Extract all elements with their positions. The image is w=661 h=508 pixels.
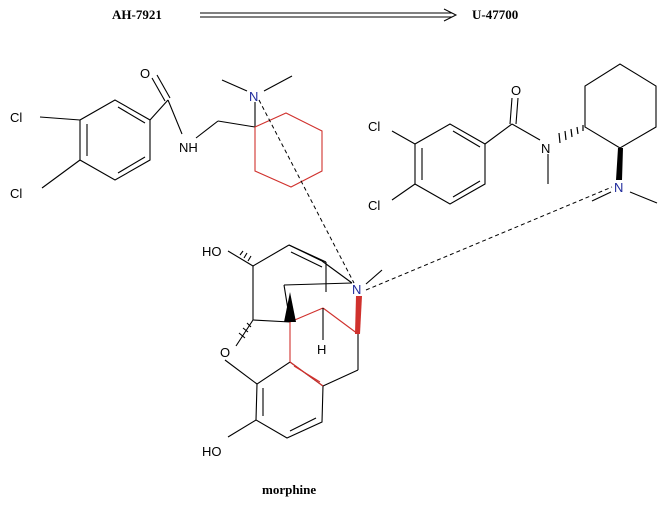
ah-amine-nitrogen-label: N: [249, 89, 258, 104]
morphine-oxygen-label: O: [220, 345, 230, 360]
ah-chlorine-bottom-label: Cl: [10, 186, 22, 201]
molecule-ah-7921: [39, 74, 293, 189]
dashed-line-ah-to-morphine: [258, 99, 355, 284]
morphine-hashed-c5: [238, 322, 252, 339]
u-chlorine-top-label: Cl: [368, 119, 380, 134]
morphine-hydrogen-label: H: [317, 342, 326, 357]
u-cyclohexane-ring: [584, 63, 657, 149]
u-hashed-wedge: [558, 125, 584, 144]
morphine-n-methyl: [365, 269, 383, 285]
morphine-aromatic-ring: [255, 361, 324, 439]
ah-benzene-ring: [79, 99, 151, 181]
ah-amide-nh-label: NH: [179, 140, 198, 155]
caption-morphine: morphine: [262, 482, 316, 497]
morphine-nitrogen-label: N: [352, 282, 361, 297]
u-benzene-ring: [414, 123, 486, 205]
ah-chlorine-top-label: Cl: [10, 110, 22, 125]
morphine-black-wedge: [284, 292, 296, 322]
u-oxygen-label: O: [511, 83, 521, 98]
dashed-line-u-to-morphine: [365, 186, 613, 291]
transformation-arrow: [200, 8, 458, 22]
label-u-47700: U-47700: [472, 7, 518, 22]
label-ah-7921: AH-7921: [112, 7, 162, 22]
morphine-hydroxyl-bottom-label: HO: [202, 444, 222, 459]
ah-cyclohexane-highlight: [254, 112, 323, 188]
u-amine-nitrogen-label: N: [614, 180, 623, 195]
u-amide-nitrogen-label: N: [541, 141, 550, 156]
pharmacophore-overlay-lines: [258, 99, 613, 291]
u-chlorine-bottom-label: Cl: [368, 198, 380, 213]
morphine-hashed-c6: [239, 250, 252, 262]
u-solid-wedge: [616, 148, 623, 180]
molecule-morphine: [224, 244, 359, 439]
morphine-red-wedge: [355, 296, 362, 334]
ah-oxygen-label: O: [140, 66, 150, 81]
morphine-hydroxyl-top-label: HO: [202, 244, 222, 259]
